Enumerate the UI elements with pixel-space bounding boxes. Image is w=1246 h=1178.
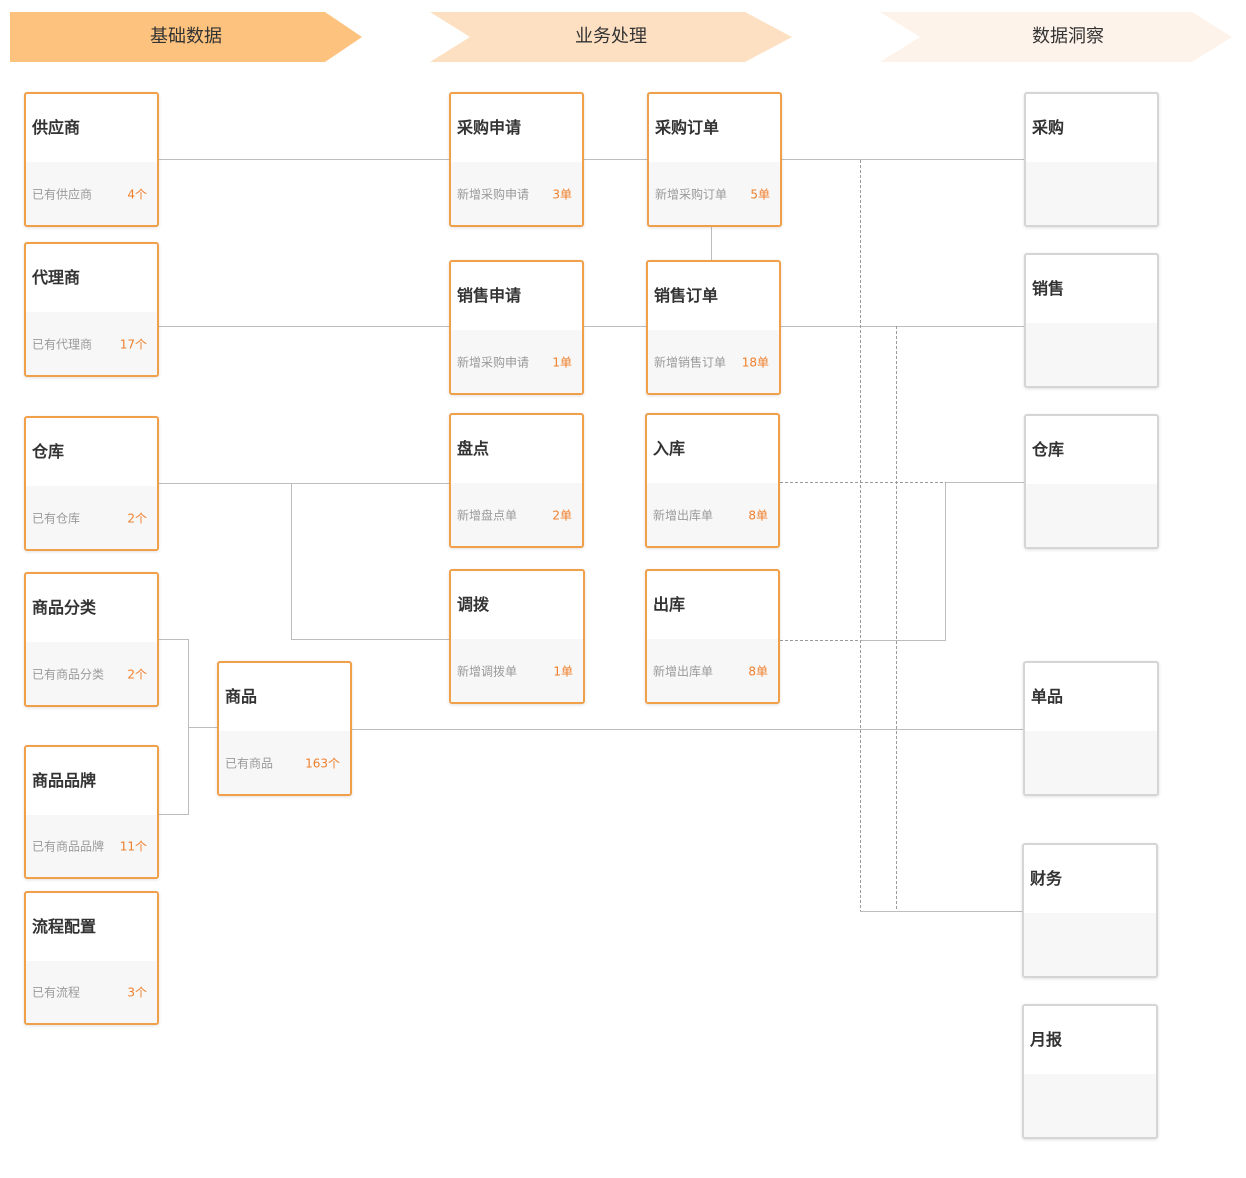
card-title: 流程配置 <box>32 917 97 936</box>
card-count: 3个 <box>127 985 147 1000</box>
card-category[interactable]: 商品分类 已有商品分类 2个 <box>24 572 159 707</box>
card-title: 单品 <box>1031 687 1064 706</box>
card-title: 商品 <box>225 687 258 706</box>
card-body <box>1024 913 1156 976</box>
phase-arrow-basic: 基础数据 <box>10 12 362 62</box>
card-label: 已有商品分类 <box>32 667 105 681</box>
card-label: 新增销售订单 <box>654 355 727 369</box>
card-stats: 已有商品品牌 11个 <box>26 815 157 877</box>
card-body <box>1024 1074 1156 1137</box>
card-stats: 新增出库单 8单 <box>647 483 778 546</box>
card-stats: 新增盘点单 2单 <box>451 483 582 546</box>
card-title: 入库 <box>653 439 686 458</box>
card-label: 已有商品 <box>225 756 274 770</box>
card-title: 调拨 <box>457 595 490 614</box>
card-label: 已有代理商 <box>32 337 93 351</box>
card-label: 已有仓库 <box>32 511 81 525</box>
card-report-item[interactable]: 单品 <box>1023 661 1159 796</box>
card-report-purchase[interactable]: 采购 <box>1024 92 1159 227</box>
card-stats: 新增采购申请 1单 <box>451 330 582 393</box>
card-sales-order[interactable]: 销售订单 新增销售订单 18单 <box>646 260 781 395</box>
card-report-warehouse[interactable]: 仓库 <box>1024 414 1159 549</box>
card-sales-request[interactable]: 销售申请 新增采购申请 1单 <box>449 260 584 395</box>
card-report-finance[interactable]: 财务 <box>1022 843 1158 978</box>
card-brand[interactable]: 商品品牌 已有商品品牌 11个 <box>24 745 159 879</box>
card-label: 新增盘点单 <box>457 508 518 522</box>
card-label: 新增出库单 <box>653 508 714 522</box>
card-title: 仓库 <box>1032 440 1065 459</box>
card-warehouse[interactable]: 仓库 已有仓库 2个 <box>24 416 159 551</box>
card-label: 新增调拨单 <box>457 664 518 678</box>
card-count: 1单 <box>552 355 572 369</box>
card-stats: 新增出库单 8单 <box>647 639 778 702</box>
card-label: 新增采购申请 <box>457 187 530 201</box>
card-purchase-order[interactable]: 采购订单 新增采购订单 5单 <box>647 92 782 227</box>
card-workflow[interactable]: 流程配置 已有流程 3个 <box>24 891 159 1025</box>
card-count: 163个 <box>305 756 340 770</box>
card-title: 商品分类 <box>32 598 97 617</box>
card-title: 采购 <box>1032 118 1065 137</box>
card-agent[interactable]: 代理商 已有代理商 17个 <box>24 242 159 377</box>
card-title: 月报 <box>1030 1030 1063 1049</box>
card-count: 2个 <box>127 667 147 681</box>
card-stats: 新增采购订单 5单 <box>649 162 780 225</box>
card-body <box>1026 323 1157 386</box>
card-stats: 已有供应商 4个 <box>26 162 157 225</box>
card-count: 5单 <box>750 187 770 201</box>
card-report-monthly[interactable]: 月报 <box>1022 1004 1158 1139</box>
card-title: 财务 <box>1030 869 1063 888</box>
card-stats: 已有仓库 2个 <box>26 486 157 549</box>
card-title: 采购申请 <box>457 118 522 137</box>
card-title: 销售订单 <box>654 286 719 305</box>
card-stats: 已有代理商 17个 <box>26 312 157 375</box>
card-count: 18单 <box>741 355 769 369</box>
card-body <box>1025 731 1157 794</box>
card-title: 采购订单 <box>655 118 720 137</box>
card-inbound[interactable]: 入库 新增出库单 8单 <box>645 413 780 548</box>
card-title: 出库 <box>653 595 686 614</box>
card-purchase-request[interactable]: 采购申请 新增采购申请 3单 <box>449 92 584 227</box>
card-count: 11个 <box>119 839 147 854</box>
card-label: 已有供应商 <box>32 187 93 201</box>
card-stats: 新增销售订单 18单 <box>648 330 779 393</box>
card-supplier[interactable]: 供应商 已有供应商 4个 <box>24 92 159 227</box>
card-count: 4个 <box>127 187 147 201</box>
card-count: 8单 <box>748 664 768 678</box>
card-count: 3单 <box>552 187 572 201</box>
card-title: 代理商 <box>32 268 81 287</box>
card-title: 盘点 <box>457 439 490 458</box>
card-report-sales[interactable]: 销售 <box>1024 253 1159 388</box>
card-outbound[interactable]: 出库 新增出库单 8单 <box>645 569 780 704</box>
card-count: 8单 <box>748 508 768 522</box>
card-label: 新增采购订单 <box>655 187 728 201</box>
card-title: 销售 <box>1032 279 1065 298</box>
card-title: 仓库 <box>32 442 65 461</box>
card-label: 已有流程 <box>32 985 81 1000</box>
card-count: 1单 <box>553 664 573 678</box>
card-title: 供应商 <box>32 118 81 137</box>
card-transfer[interactable]: 调拨 新增调拨单 1单 <box>449 569 585 704</box>
card-stats: 已有商品 163个 <box>219 731 350 794</box>
card-stats: 已有流程 3个 <box>26 961 157 1023</box>
card-count: 2单 <box>552 508 572 522</box>
card-label: 新增出库单 <box>653 664 714 678</box>
card-title: 商品品牌 <box>32 771 97 790</box>
card-label: 新增采购申请 <box>457 355 530 369</box>
phase-arrow-business: 业务处理 <box>430 12 792 62</box>
card-product[interactable]: 商品 已有商品 163个 <box>217 661 352 796</box>
card-stats: 新增采购申请 3单 <box>451 162 582 225</box>
card-count: 17个 <box>119 337 147 351</box>
phase-arrow-insight: 数据洞察 <box>880 12 1232 62</box>
card-stats: 新增调拨单 1单 <box>451 639 583 702</box>
card-body <box>1026 484 1157 547</box>
card-title: 销售申请 <box>457 286 522 305</box>
card-stats: 已有商品分类 2个 <box>26 642 157 705</box>
card-label: 已有商品品牌 <box>32 839 105 854</box>
card-body <box>1026 162 1157 225</box>
card-stocktake[interactable]: 盘点 新增盘点单 2单 <box>449 413 584 548</box>
card-count: 2个 <box>127 511 147 525</box>
